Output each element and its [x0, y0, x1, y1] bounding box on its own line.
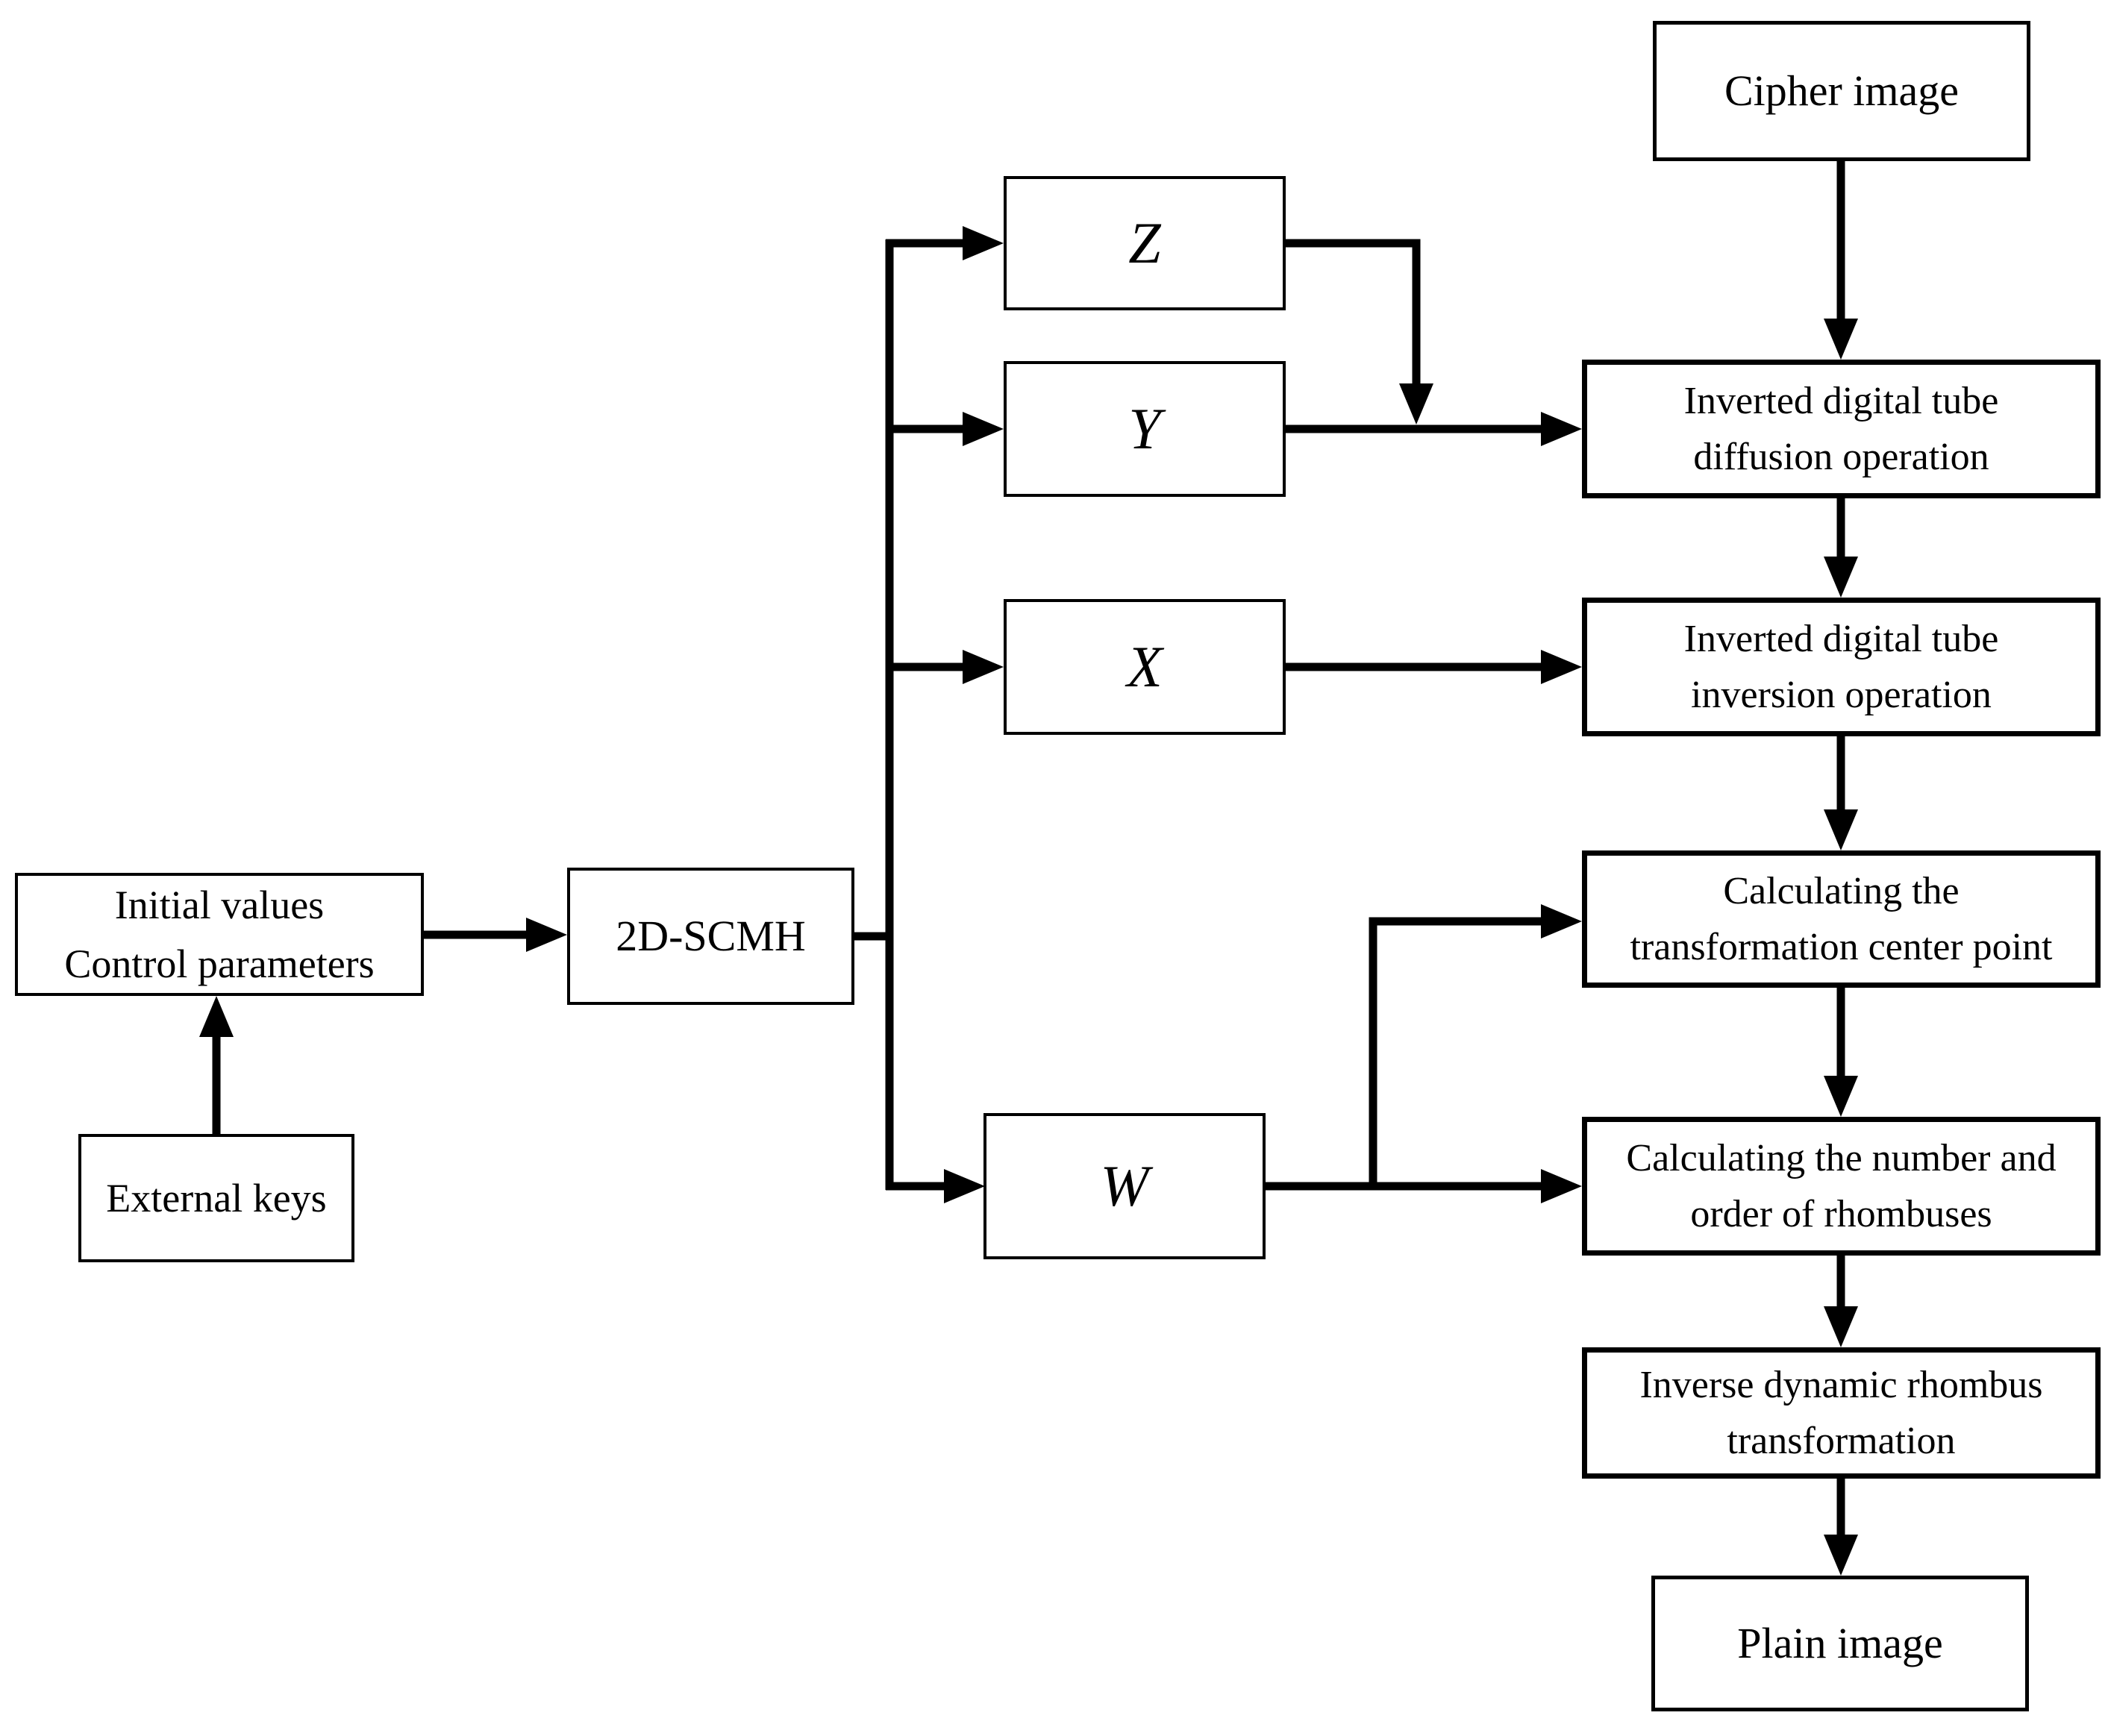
- node-inverse-rhombus-transformation: Inverse dynamic rhombus transformation: [1582, 1347, 2101, 1479]
- node-label: Calculating the number and order of rhom…: [1626, 1136, 2057, 1235]
- node-plain-image: Plain image: [1651, 1576, 2029, 1711]
- arrowhead-branch-to-z: [963, 226, 1004, 260]
- node-initial-values-control-parameters: Initial values Control parameters: [15, 873, 424, 996]
- arrowhead-diffusion-to-inversion: [1824, 557, 1858, 598]
- node-label: Z: [1128, 210, 1161, 275]
- node-sequence-z: Z: [1004, 176, 1286, 310]
- arrowhead-x-to-inversion: [1541, 650, 1582, 684]
- node-label: X: [1127, 634, 1163, 699]
- arrowhead-w-to-rhombuses: [1541, 1169, 1582, 1203]
- arrow-z-merge-shaft: [1286, 239, 1421, 387]
- node-label: Inverse dynamic rhombus transformation: [1639, 1363, 2043, 1462]
- node-sequence-x: X: [1004, 599, 1286, 735]
- node-inversion-operation: Inverted digital tube inversion operatio…: [1582, 598, 2101, 736]
- arrowhead-branch-to-w: [944, 1169, 985, 1203]
- node-cipher-image: Cipher image: [1653, 21, 2030, 161]
- arrowhead-inversion-to-centerpoint: [1824, 809, 1858, 850]
- arrowhead-y-to-diffusion: [1541, 412, 1582, 446]
- arrow-w-to-centerpoint-shaft: [1369, 917, 1545, 1186]
- arrowhead-external-to-initial: [199, 996, 234, 1037]
- node-label: Y: [1128, 396, 1161, 461]
- arrowhead-inverse-to-plain: [1824, 1535, 1858, 1576]
- node-transformation-center-point: Calculating the transformation center po…: [1582, 850, 2101, 988]
- arrowhead-cipher-to-diffusion: [1824, 319, 1858, 360]
- arrowhead-centerpoint-to-rhombuses: [1824, 1076, 1858, 1117]
- node-label: Plain image: [1737, 1618, 1943, 1667]
- arrowhead-initial-to-scmh: [526, 918, 567, 952]
- node-2d-scmh: 2D-SCMH: [567, 868, 854, 1005]
- arrowhead-branch-to-x: [963, 650, 1004, 684]
- node-label: 2D-SCMH: [616, 911, 806, 960]
- node-label: Inverted digital tube inversion operatio…: [1683, 617, 1999, 716]
- node-external-keys: External keys: [78, 1134, 354, 1262]
- node-label: Initial values Control parameters: [64, 883, 375, 986]
- node-label: Cipher image: [1724, 66, 1960, 115]
- node-label: External keys: [106, 1175, 327, 1220]
- arrowhead-w-to-centerpoint: [1541, 904, 1582, 938]
- arrowhead-rhombuses-to-inverse: [1824, 1306, 1858, 1347]
- node-label: W: [1100, 1153, 1149, 1218]
- node-diffusion-operation: Inverted digital tube diffusion operatio…: [1582, 360, 2101, 498]
- node-label: Inverted digital tube diffusion operatio…: [1683, 379, 1999, 478]
- node-label: Calculating the transformation center po…: [1630, 869, 2053, 968]
- node-rhombus-number-order: Calculating the number and order of rhom…: [1582, 1117, 2101, 1256]
- node-sequence-y: Y: [1004, 361, 1286, 497]
- arrowhead-branch-to-y: [963, 412, 1004, 446]
- node-sequence-w: W: [983, 1113, 1266, 1259]
- arrowhead-z-merge: [1399, 383, 1433, 424]
